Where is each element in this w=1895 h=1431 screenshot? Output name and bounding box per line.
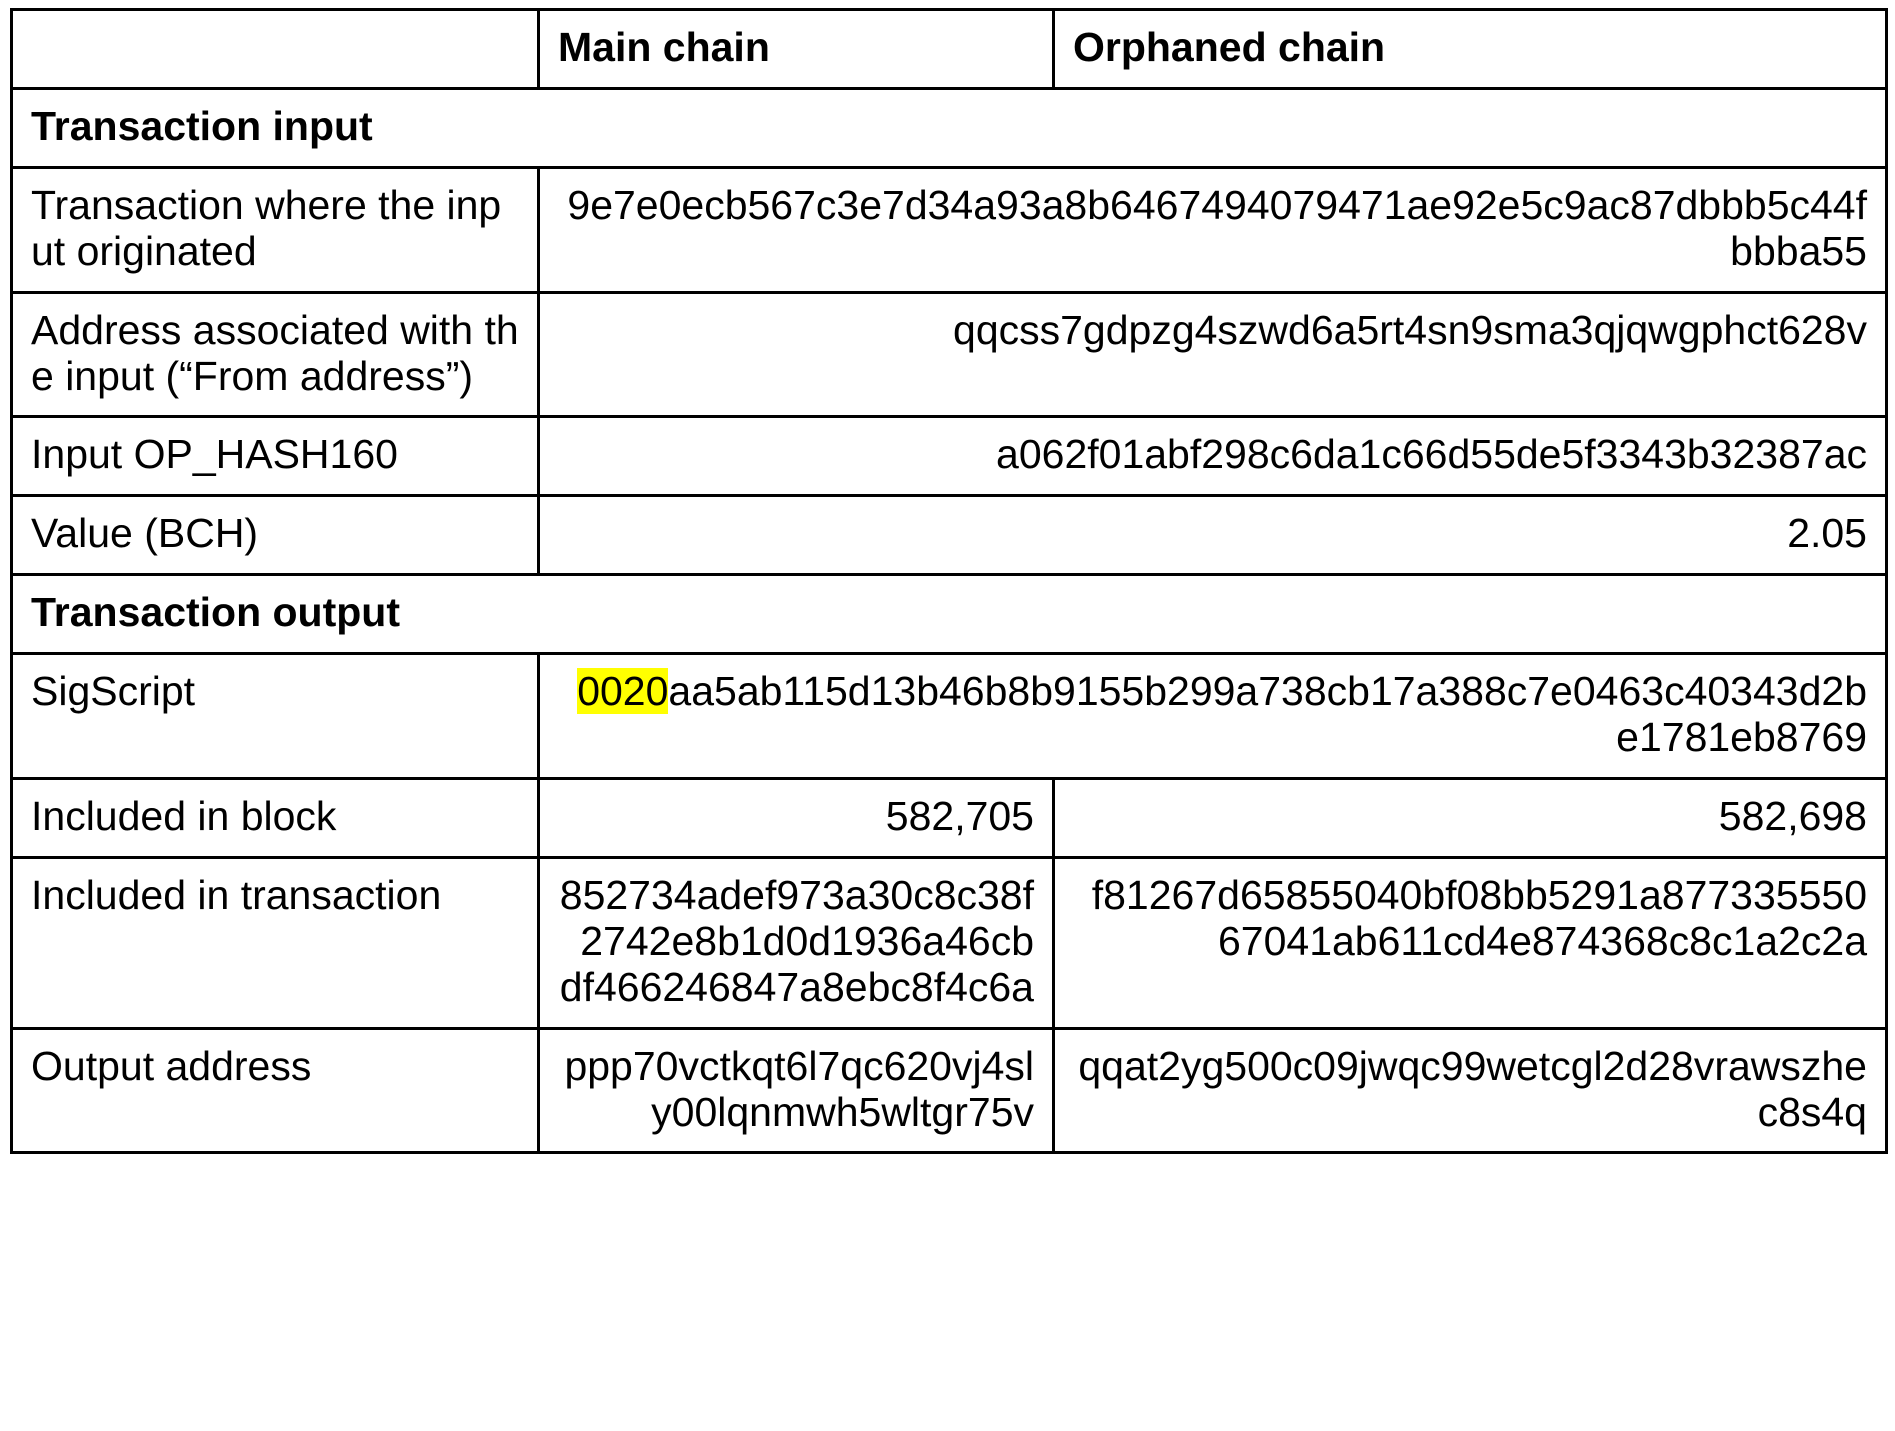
row-label-included-in-transaction: Included in transaction xyxy=(10,855,540,1030)
sigscript-highlight-prefix: 0020 xyxy=(577,668,669,715)
row-value-output-address-orphaned: qqat2yg500c09jwqc99wetcgl2d28vrawszhec8s… xyxy=(1052,1026,1888,1155)
row-label-included-in-block: Included in block xyxy=(10,776,540,859)
row-value-included-in-block-orphaned: 582,698 xyxy=(1052,776,1888,859)
table-header-row: Main chain Orphaned chain xyxy=(10,8,1888,90)
row-value-value-bch: 2.05 xyxy=(537,494,1888,577)
header-blank-cell xyxy=(10,8,540,90)
row-label-sigscript: SigScript xyxy=(10,652,540,780)
row-label-transaction-origin: Transaction where the input originated xyxy=(10,165,540,294)
row-label-input-hash160: Input OP_HASH160 xyxy=(10,415,540,498)
row-value-output-address-main: ppp70vctkqt6l7qc620vj4sly00lqnmwh5wltgr7… xyxy=(537,1026,1055,1155)
section-title-transaction-input: Transaction input xyxy=(10,86,1888,169)
column-header-main-chain: Main chain xyxy=(537,8,1055,90)
table-row-included-in-block: Included in block 582,705 582,698 xyxy=(10,776,1888,859)
row-label-output-address: Output address xyxy=(10,1026,540,1155)
row-value-included-in-block-main: 582,705 xyxy=(537,776,1055,859)
table-row-sigscript: SigScript 0020aa5ab115d13b46b8b9155b299a… xyxy=(10,652,1888,780)
row-value-included-in-transaction-orphaned: f81267d65855040bf08bb5291a87733555067041… xyxy=(1052,855,1888,1030)
row-value-transaction-origin: 9e7e0ecb567c3e7d34a93a8b6467494079471ae9… xyxy=(537,165,1888,294)
row-label-value-bch: Value (BCH) xyxy=(10,494,540,577)
row-value-included-in-transaction-main: 852734adef973a30c8c38f2742e8b1d0d1936a46… xyxy=(537,855,1055,1030)
section-header-transaction-input: Transaction input xyxy=(10,86,1888,169)
table-row-output-address: Output address ppp70vctkqt6l7qc620vj4sly… xyxy=(10,1026,1888,1155)
table-row-input-hash160: Input OP_HASH160 a062f01abf298c6da1c66d5… xyxy=(10,415,1888,498)
table-row-included-in-transaction: Included in transaction 852734adef973a30… xyxy=(10,855,1888,1030)
table-row-transaction-origin: Transaction where the input originated 9… xyxy=(10,165,1888,294)
section-header-transaction-output: Transaction output xyxy=(10,573,1888,656)
sigscript-remainder: aa5ab115d13b46b8b9155b299a738cb17a388c7e… xyxy=(668,668,1867,761)
transaction-comparison-table: Main chain Orphaned chain Transaction in… xyxy=(10,8,1888,1155)
column-header-orphaned-chain: Orphaned chain xyxy=(1052,8,1888,90)
row-label-input-address: Address associated with the input (“From… xyxy=(10,290,540,419)
table-row-value-bch: Value (BCH) 2.05 xyxy=(10,494,1888,577)
table-row-input-address: Address associated with the input (“From… xyxy=(10,290,1888,419)
row-value-input-address: qqcss7gdpzg4szwd6a5rt4sn9sma3qjqwgphct62… xyxy=(537,290,1888,419)
row-value-sigscript: 0020aa5ab115d13b46b8b9155b299a738cb17a38… xyxy=(537,652,1888,780)
row-value-input-hash160: a062f01abf298c6da1c66d55de5f3343b32387ac xyxy=(537,415,1888,498)
section-title-transaction-output: Transaction output xyxy=(10,573,1888,656)
